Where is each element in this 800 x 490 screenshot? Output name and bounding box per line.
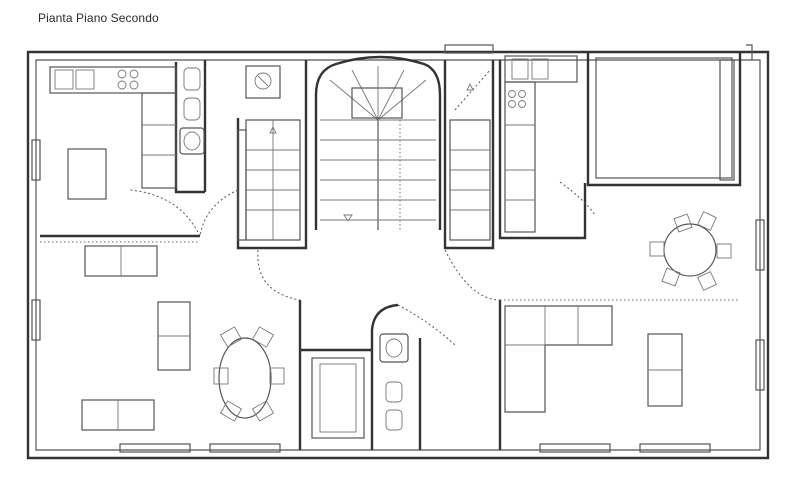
interior-walls xyxy=(40,52,742,450)
outer-walls xyxy=(26,44,770,460)
door-swings xyxy=(129,181,596,346)
central-lower xyxy=(311,333,409,439)
left-bathroom xyxy=(179,65,281,155)
left-living xyxy=(81,245,285,431)
right-kitchen xyxy=(504,55,578,233)
dotted-guides xyxy=(40,241,740,301)
upper-right-room xyxy=(595,57,735,181)
windows xyxy=(31,44,765,453)
plan-title: Pianta Piano Secondo xyxy=(38,11,159,25)
right-dining xyxy=(649,211,732,291)
right-stair xyxy=(449,69,491,241)
left-stair xyxy=(237,119,301,241)
left-kitchen xyxy=(49,66,177,200)
right-living xyxy=(504,305,683,413)
central-stair xyxy=(320,66,436,230)
